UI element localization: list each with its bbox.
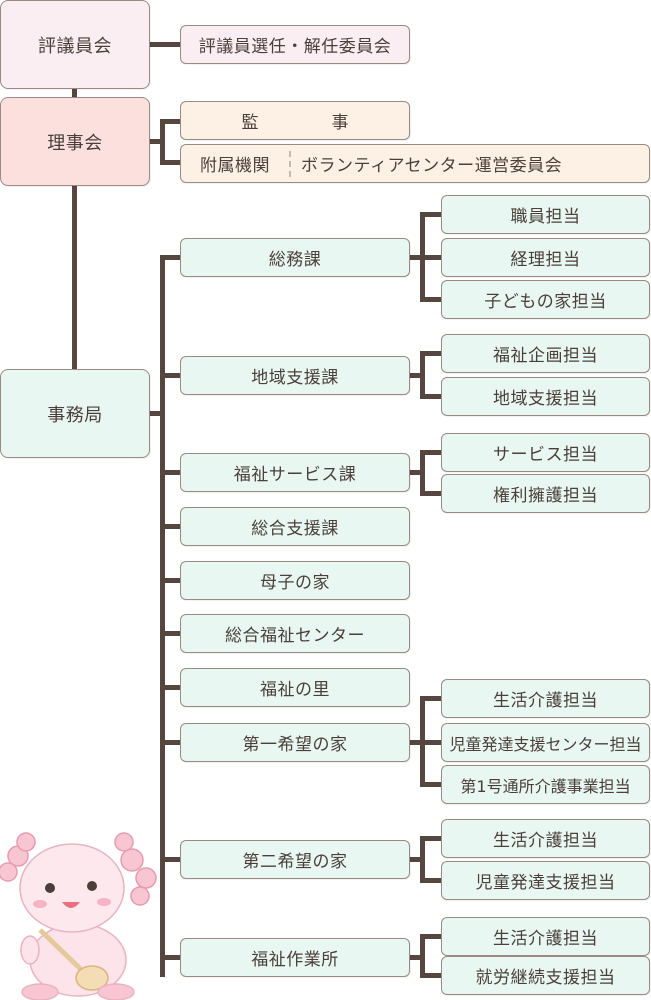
connector-section-horizontal (410, 470, 425, 475)
connector-unit-vertical (420, 934, 425, 977)
unit-box: 生活介護担当 (441, 917, 650, 956)
connector-trunk-to-section (160, 740, 181, 745)
connector-trunk-to-section (160, 685, 181, 690)
unit-box: 就労継続支援担当 (441, 956, 650, 995)
unit-box: 生活介護担当 (441, 819, 650, 858)
connector-to-affiliated (160, 160, 181, 165)
unit-box: 児童発達支援担当 (441, 861, 650, 900)
connector-trunk-to-section (160, 373, 181, 378)
connector-to-unit (420, 836, 441, 841)
council-box: 評議員会 (0, 0, 150, 89)
connector-unit-vertical (420, 450, 425, 495)
connector-secretariat-horizontal (150, 411, 165, 416)
connector-to-unit (420, 878, 441, 883)
connector-to-unit (420, 491, 441, 496)
mascot-illustration (0, 832, 157, 1000)
affiliated-organization-box: 附属機関 ボランティアセンター運営委員会 (180, 144, 650, 183)
connector-board-to-secretariat (72, 186, 77, 369)
unit-box: 経理担当 (441, 238, 650, 277)
council-committee-box: 評議員選任・解任委員会 (180, 25, 410, 64)
connector-board-branch (160, 119, 165, 164)
connector-to-unit (420, 740, 441, 745)
connector-trunk-to-section (160, 955, 181, 960)
dashed-divider (289, 150, 291, 177)
section-box-hope-home-1: 第一希望の家 (180, 723, 410, 762)
connector-to-unit (420, 351, 441, 356)
connector-council-to-board (72, 89, 77, 98)
connector-section-horizontal (410, 740, 425, 745)
connector-trunk-to-section (160, 578, 181, 583)
connector-to-unit (420, 450, 441, 455)
section-box-community-support: 地域支援課 (180, 356, 410, 395)
connector-section-horizontal (410, 857, 425, 862)
connector-section-horizontal (410, 955, 425, 960)
connector-main-trunk (160, 255, 165, 977)
connector-trunk-to-section (160, 524, 181, 529)
connector-to-unit (420, 255, 441, 260)
connector-unit-vertical (420, 351, 425, 397)
unit-box: 職員担当 (441, 195, 650, 234)
connector-to-unit (420, 782, 441, 787)
connector-to-unit (420, 394, 441, 399)
connector-trunk-to-section (160, 255, 181, 260)
connector-section-horizontal (410, 373, 425, 378)
connector-trunk-to-section (160, 470, 181, 475)
unit-box: 生活介護担当 (441, 679, 650, 718)
connector-council-to-committee (150, 42, 181, 47)
section-box-mother-child-home: 母子の家 (180, 561, 410, 600)
connector-to-unit (420, 696, 441, 701)
section-box-welfare-service: 福祉サービス課 (180, 453, 410, 492)
section-box-workshop: 福祉作業所 (180, 938, 410, 977)
affiliated-label: 附属機関 (200, 156, 270, 176)
section-box-general-affairs: 総務課 (180, 238, 410, 277)
section-box-hope-home-2: 第二希望の家 (180, 840, 410, 879)
connector-trunk-to-section (160, 631, 181, 636)
unit-box: 福祉企画担当 (441, 334, 650, 373)
connector-section-horizontal (410, 255, 425, 260)
unit-box: 権利擁護担当 (441, 474, 650, 513)
connector-to-auditor (160, 119, 181, 124)
section-box-comprehensive-support: 総合支援課 (180, 507, 410, 546)
connector-board-horizontal (150, 139, 164, 144)
unit-box: 地域支援担当 (441, 377, 650, 416)
connector-trunk-to-section (160, 857, 181, 862)
unit-box: 子どもの家担当 (441, 280, 650, 319)
connector-to-unit (420, 212, 441, 217)
unit-box: サービス担当 (441, 433, 650, 472)
secretariat-box: 事務局 (0, 369, 150, 458)
unit-box: 第1号通所介護事業担当 (441, 765, 650, 804)
section-box-welfare-center: 総合福祉センター (180, 614, 410, 653)
unit-box: 児童発達支援センター担当 (441, 723, 650, 762)
affiliated-value: ボランティアセンター運営委員会 (301, 156, 563, 176)
auditor-box: 監 事 (180, 101, 410, 140)
connector-unit-vertical (420, 836, 425, 882)
connector-to-unit (420, 934, 441, 939)
auditor-label: 監 事 (241, 113, 377, 133)
connector-to-unit (420, 297, 441, 302)
board-box: 理事会 (0, 97, 150, 186)
connector-to-unit (420, 973, 441, 978)
section-box-welfare-village: 福祉の里 (180, 668, 410, 707)
